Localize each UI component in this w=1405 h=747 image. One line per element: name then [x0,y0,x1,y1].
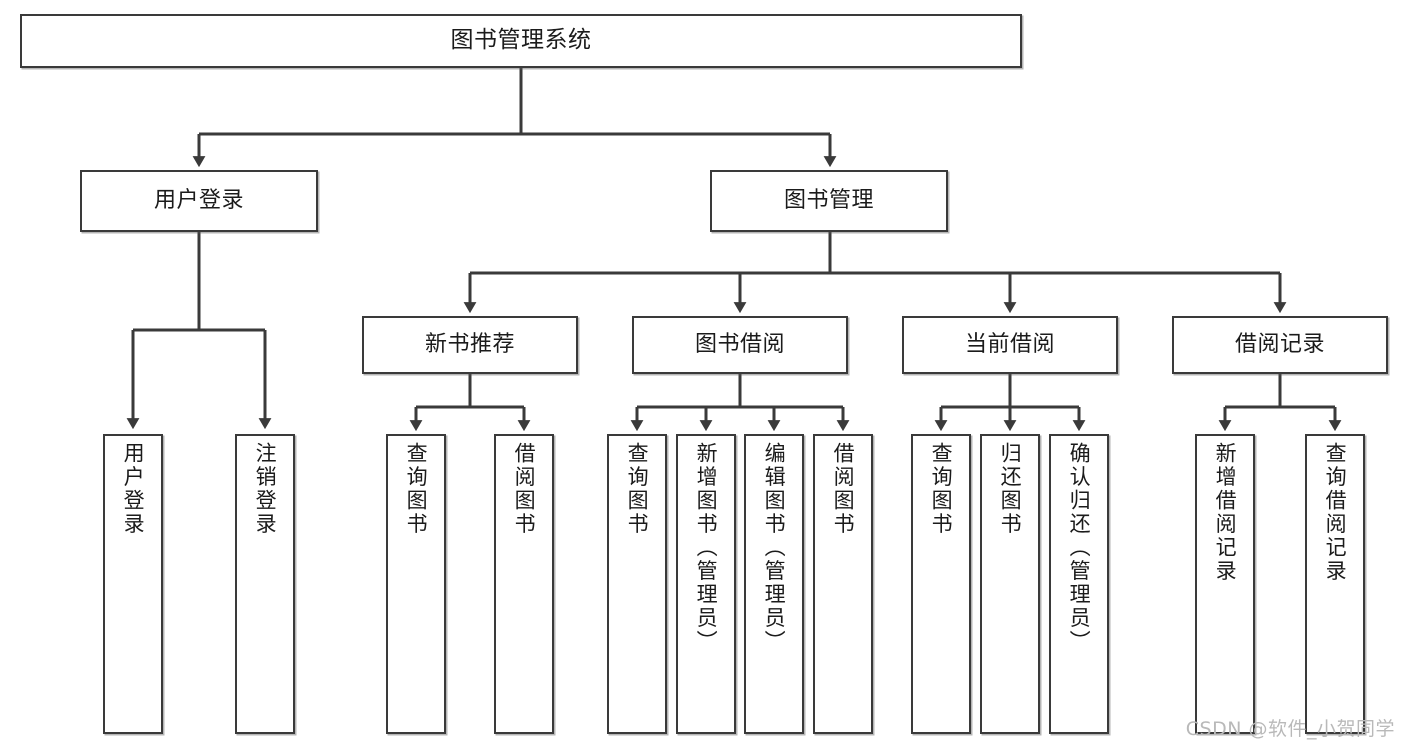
node-leaf-borrow-book-1[interactable]: 借阅图书 [494,434,554,734]
node-leaf-query-book-2[interactable]: 查询图书 [607,434,667,734]
node-leaf-query-book-1[interactable]: 查询图书 [386,434,446,734]
node-leaf-add-record[interactable]: 新增借阅记录 [1195,434,1255,734]
node-book-manage-label: 图书管理 [783,188,874,214]
node-leaf-add-record-label: 新增借阅记录 [1213,442,1238,583]
node-borrow-record-label: 借阅记录 [1234,332,1325,358]
node-new-book-recommend-label: 新书推荐 [424,332,515,358]
node-leaf-add-book-label: 新增图书（管理员） [694,442,719,654]
node-root-label: 图书管理系统 [450,27,592,54]
node-book-manage[interactable]: 图书管理 [710,170,948,232]
node-leaf-query-record-label: 查询借阅记录 [1323,442,1348,583]
node-leaf-confirm-return-label: 确认归还（管理员） [1067,442,1092,654]
node-root[interactable]: 图书管理系统 [20,14,1022,68]
node-leaf-add-book[interactable]: 新增图书（管理员） [676,434,736,734]
node-user-login[interactable]: 用户登录 [80,170,318,232]
node-leaf-logout-login[interactable]: 注销登录 [235,434,295,734]
node-leaf-return-book-label: 归还图书 [998,442,1023,536]
node-leaf-query-book-1-label: 查询图书 [404,442,429,536]
watermark: CSDN @软件_小贺同学 [1185,718,1395,740]
node-leaf-edit-book-label: 编辑图书（管理员） [762,442,787,654]
node-leaf-edit-book[interactable]: 编辑图书（管理员） [744,434,804,734]
node-leaf-query-book-3-label: 查询图书 [929,442,954,536]
node-leaf-confirm-return[interactable]: 确认归还（管理员） [1049,434,1109,734]
node-current-borrow-label: 当前借阅 [964,332,1055,358]
node-leaf-user-login[interactable]: 用户登录 [103,434,163,734]
node-leaf-query-book-2-label: 查询图书 [625,442,650,536]
node-leaf-borrow-book-2[interactable]: 借阅图书 [813,434,873,734]
node-user-login-label: 用户登录 [153,188,244,214]
node-current-borrow[interactable]: 当前借阅 [902,316,1118,374]
node-leaf-query-record[interactable]: 查询借阅记录 [1305,434,1365,734]
node-leaf-borrow-book-1-label: 借阅图书 [512,442,537,536]
node-leaf-borrow-book-2-label: 借阅图书 [831,442,856,536]
node-book-borrow-label: 图书借阅 [694,332,785,358]
node-new-book-recommend[interactable]: 新书推荐 [362,316,578,374]
node-leaf-logout-login-label: 注销登录 [253,442,278,536]
node-borrow-record[interactable]: 借阅记录 [1172,316,1388,374]
node-leaf-user-login-label: 用户登录 [121,442,146,536]
node-book-borrow[interactable]: 图书借阅 [632,316,848,374]
node-leaf-query-book-3[interactable]: 查询图书 [911,434,971,734]
node-leaf-return-book[interactable]: 归还图书 [980,434,1040,734]
